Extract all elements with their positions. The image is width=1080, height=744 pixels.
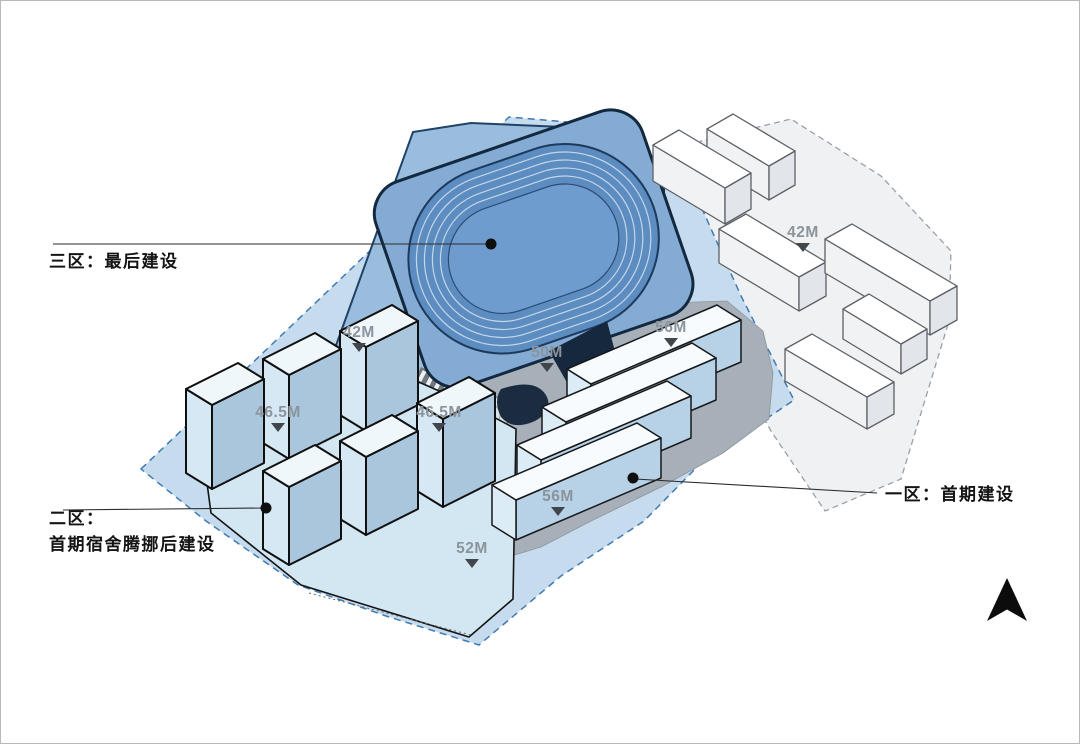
building-top	[842, 293, 928, 345]
height-marker	[352, 343, 366, 352]
height-label: 46.5M	[416, 404, 462, 421]
building-top	[262, 332, 342, 376]
height-marker	[271, 423, 285, 432]
building-top	[339, 304, 419, 348]
height-label-group: 42M 46.5M 46.5M 50M 56M 56M 52M 42M	[255, 224, 819, 568]
zone1-slabs	[491, 304, 742, 541]
height-marker	[664, 338, 678, 347]
height-label: 52M	[456, 540, 488, 557]
leader-zone3	[53, 238, 497, 250]
zone3-label: 三区：最后建设	[49, 251, 179, 271]
building-top	[185, 362, 265, 406]
track-infield	[447, 183, 620, 315]
building-top	[516, 380, 692, 461]
leader-zone2	[62, 502, 272, 514]
height-label: 56M	[542, 488, 574, 505]
building-top	[339, 414, 419, 458]
north-arrow-icon	[987, 578, 1027, 621]
building-side	[185, 388, 213, 490]
existing-buildings	[652, 113, 958, 430]
building-top	[262, 444, 342, 488]
building-top	[416, 376, 496, 420]
height-label: 42M	[787, 224, 819, 241]
height-label: 50M	[531, 344, 563, 361]
zone1-label: 一区：首期建设	[885, 484, 1015, 504]
building-top	[652, 129, 752, 189]
building-top	[784, 333, 895, 398]
zone2-towers	[185, 304, 496, 566]
plaza-canopy	[497, 384, 549, 426]
zone2-label-line1: 二区：	[49, 509, 105, 528]
height-marker	[540, 363, 554, 372]
running-track	[372, 108, 695, 390]
building-top	[541, 342, 717, 423]
leader-zone1	[627, 472, 878, 494]
height-marker	[796, 243, 810, 252]
height-label: 56M	[655, 319, 687, 336]
building-top	[491, 422, 662, 501]
height-marker	[465, 559, 479, 568]
height-marker	[432, 423, 446, 432]
building-top	[706, 113, 796, 167]
height-label: 42M	[343, 324, 375, 341]
height-marker	[551, 507, 565, 516]
building-top	[824, 223, 958, 302]
zone2-label-line2: 首期宿舍腾挪后建设	[49, 534, 216, 554]
height-label: 46.5M	[255, 404, 301, 421]
building-top	[566, 304, 742, 385]
